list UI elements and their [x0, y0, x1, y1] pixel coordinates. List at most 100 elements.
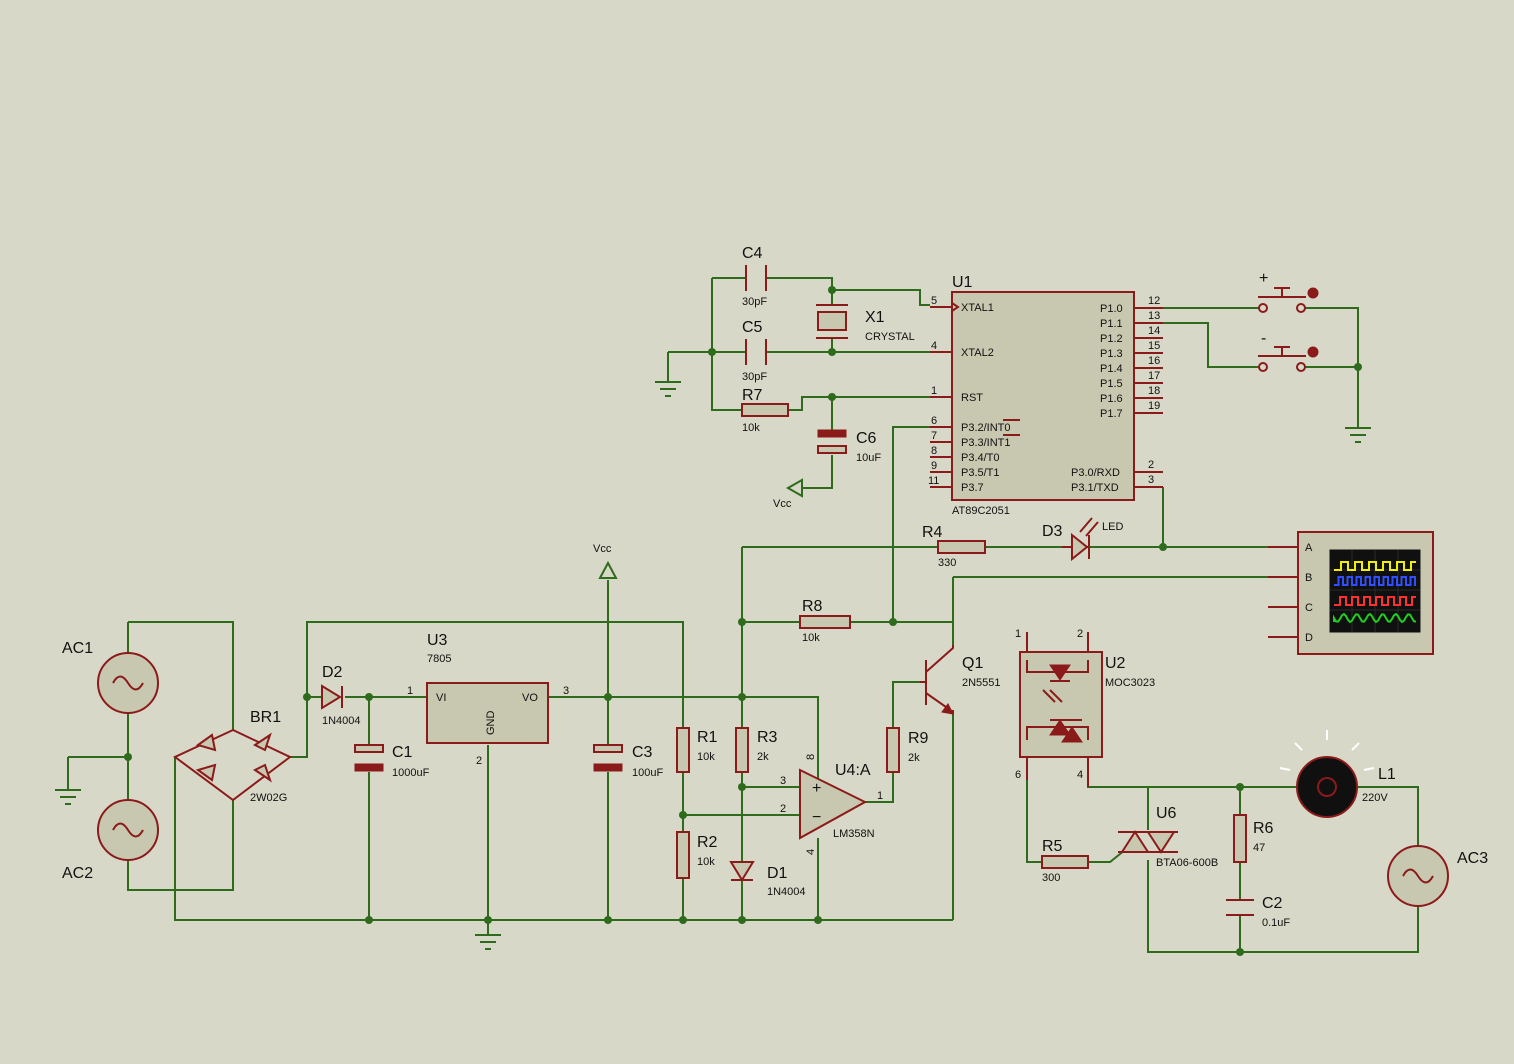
- u1-pin-15: 15: [1148, 340, 1160, 352]
- u3-pin-1: 1: [407, 685, 413, 697]
- capacitor-c4[interactable]: C4 30pF: [742, 245, 767, 308]
- u1-pin-rxd: P3.0/RXD: [1071, 467, 1120, 479]
- u1-pin-6: 6: [931, 415, 937, 427]
- x1-value: CRYSTAL: [865, 331, 915, 343]
- resistor-r7[interactable]: R7 10k: [741, 387, 789, 434]
- u1-pin-1: 1: [931, 385, 937, 397]
- u1-pin-16: 16: [1148, 355, 1160, 367]
- d1-ref: D1: [767, 865, 788, 882]
- u4-value: LM358N: [833, 828, 875, 840]
- u2-pin-1: 1: [1015, 628, 1021, 640]
- u4-pin-1: 1: [877, 790, 883, 802]
- lamp-l1[interactable]: L1 220V: [1279, 730, 1396, 818]
- u4-pin-3: 3: [780, 775, 786, 787]
- u4-pin-4: 4: [805, 849, 817, 855]
- u1-pin-xtal1: XTAL1: [961, 302, 994, 314]
- capacitor-c1[interactable]: C1 1000uF: [354, 744, 430, 779]
- ac-source-ac1[interactable]: AC1: [62, 640, 159, 714]
- ground-symbol-3: [55, 789, 81, 805]
- wires-mcu: [667, 277, 1359, 728]
- capacitor-c3[interactable]: C3 100uF: [593, 744, 663, 779]
- push-button-plus[interactable]: +: [1258, 270, 1319, 313]
- ac-source-ac3[interactable]: AC3: [1387, 845, 1488, 907]
- oscilloscope[interactable]: A B C D: [1268, 531, 1434, 655]
- capacitor-c5[interactable]: C5 30pF: [742, 319, 767, 383]
- r3-value: 2k: [757, 751, 769, 763]
- diode-d2[interactable]: D2 1N4004: [321, 664, 361, 727]
- ground-symbol-1: [655, 381, 681, 397]
- push-button-minus[interactable]: -: [1258, 330, 1319, 372]
- u4-ref: U4:A: [835, 762, 871, 779]
- resistor-r4[interactable]: R4 330: [922, 524, 986, 569]
- resistor-r9[interactable]: R9 2k: [886, 727, 929, 773]
- d2-value: 1N4004: [322, 715, 361, 727]
- vcc-terminal-1: Vcc: [773, 478, 803, 510]
- c4-ref: C4: [742, 245, 763, 262]
- wires-power: [67, 580, 954, 935]
- resistor-r5[interactable]: R5 300: [1041, 838, 1089, 884]
- d3-ref: D3: [1042, 523, 1063, 540]
- microcontroller-u1[interactable]: U1 AT89C2051 5 XTAL1 4 XTAL2 1 RST 6 P3.…: [928, 274, 1163, 517]
- scope-channel-a: A: [1305, 542, 1313, 554]
- u1-pin-2: 2: [1148, 459, 1154, 471]
- resistor-r1[interactable]: R1 10k: [676, 727, 718, 773]
- r7-value: 10k: [742, 422, 760, 434]
- regulator-u3[interactable]: U3 7805 VI VO GND 1 3 2: [407, 632, 569, 767]
- resistor-r3[interactable]: R3 2k: [735, 727, 778, 773]
- u1-pin-4: 4: [931, 340, 937, 352]
- scope-trace-a: [1334, 561, 1416, 571]
- r6-value: 47: [1253, 842, 1265, 854]
- ac-source-ac2[interactable]: AC2: [62, 799, 159, 882]
- r1-ref: R1: [697, 729, 718, 746]
- u4-minus-sign: −: [812, 809, 821, 826]
- capacitor-c6[interactable]: C6 10uF: [817, 429, 881, 464]
- u1-left-pins: 5 XTAL1 4 XTAL2 1 RST 6 P3.2/INT0 7 P3.3…: [928, 295, 1020, 494]
- u1-pin-19: 19: [1148, 400, 1160, 412]
- u3-ref: U3: [427, 632, 448, 649]
- crystal-x1[interactable]: X1 CRYSTAL: [816, 304, 915, 343]
- r8-ref: R8: [802, 598, 823, 615]
- resistor-r2[interactable]: R2 10k: [676, 831, 718, 879]
- r4-value: 330: [938, 557, 956, 569]
- opamp-u4[interactable]: + − U4:A LM358N 3 2 1 8 4: [780, 754, 883, 855]
- resistor-r8[interactable]: R8 10k: [799, 598, 851, 644]
- scope-trace-c: [1334, 596, 1416, 606]
- r9-ref: R9: [908, 730, 929, 747]
- bridge-rectifier-br1[interactable]: BR1 2W02G: [173, 709, 292, 804]
- c3-value: 100uF: [632, 767, 663, 779]
- optocoupler-u2[interactable]: 1 2 6 4 U2 MOC3023: [1015, 628, 1155, 787]
- transistor-q1[interactable]: Q1 2N5551: [920, 645, 1001, 715]
- resistor-r6[interactable]: R6 47: [1233, 814, 1274, 863]
- diode-d1[interactable]: D1 1N4004: [729, 861, 806, 898]
- u1-right-pins: P1.0 12 P1.1 13 P1.2 14 P1.3 15 P1.4 16 …: [1071, 295, 1160, 494]
- u3-vi: VI: [436, 692, 446, 704]
- c6-ref: C6: [856, 430, 877, 447]
- u1-pin-9: 9: [931, 460, 937, 472]
- triac-u6[interactable]: U6 BTA06-600B: [1118, 805, 1218, 869]
- led-d3[interactable]: D3 LED: [1042, 517, 1123, 562]
- u2-pin-2: 2: [1077, 628, 1083, 640]
- d3-value: LED: [1102, 521, 1123, 533]
- u3-vo: VO: [522, 692, 538, 704]
- l1-value: 220V: [1362, 792, 1388, 804]
- r5-value: 300: [1042, 872, 1060, 884]
- u1-pin-8: 8: [931, 445, 937, 457]
- ac2-ref: AC2: [62, 865, 93, 882]
- u1-value: AT89C2051: [952, 505, 1010, 517]
- u1-pin-t1: P3.5/T1: [961, 467, 1000, 479]
- scope-trace-d: [1333, 612, 1417, 624]
- r3-ref: R3: [757, 729, 778, 746]
- c2-ref: C2: [1262, 895, 1283, 912]
- r1-value: 10k: [697, 751, 715, 763]
- r5-ref: R5: [1042, 838, 1063, 855]
- junction-dots: [124, 286, 1362, 956]
- capacitor-c2[interactable]: C2 0.1uF: [1226, 895, 1290, 929]
- vcc1-label: Vcc: [773, 498, 792, 510]
- r2-value: 10k: [697, 856, 715, 868]
- c4-value: 30pF: [742, 296, 767, 308]
- c5-value: 30pF: [742, 371, 767, 383]
- r6-ref: R6: [1253, 820, 1274, 837]
- r2-ref: R2: [697, 834, 718, 851]
- u1-pin-18: 18: [1148, 385, 1160, 397]
